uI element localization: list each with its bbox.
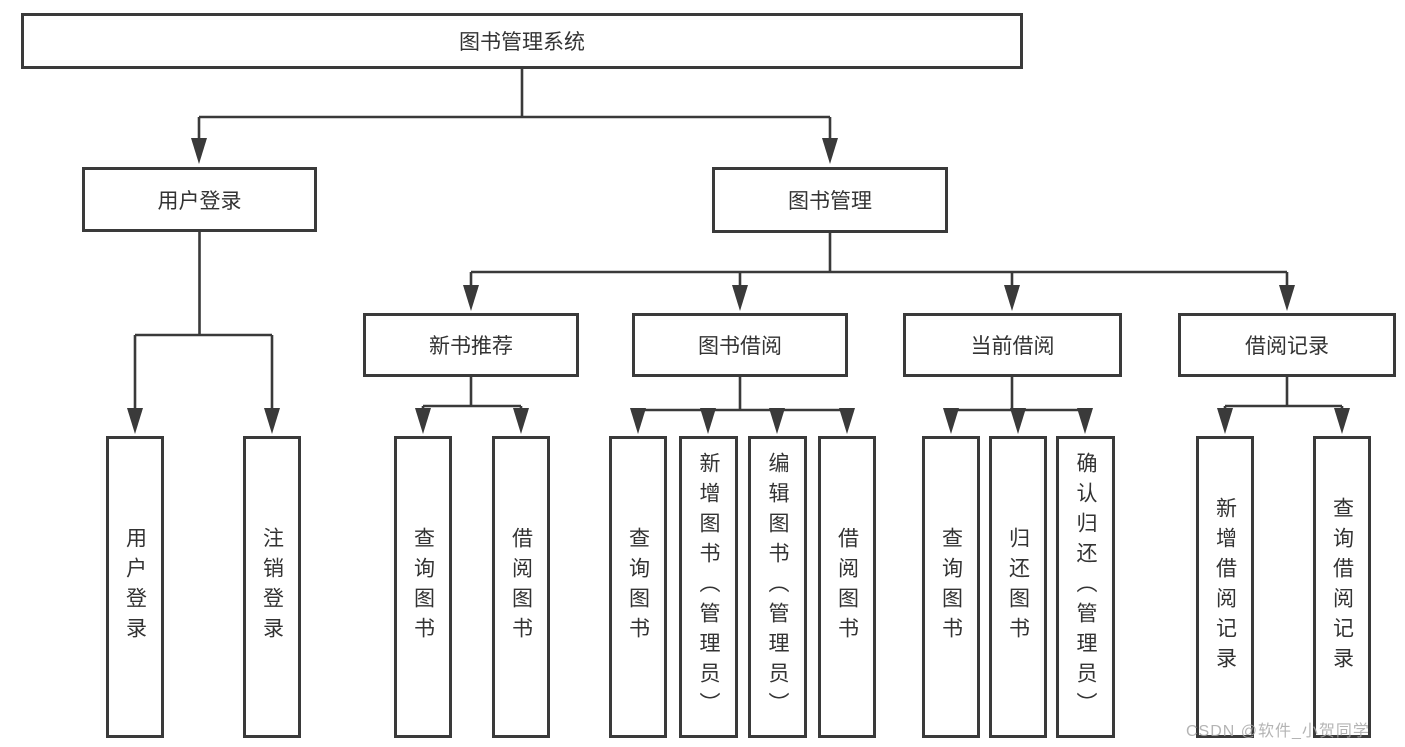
leaf-add-borrow-record: 新增借阅记录 bbox=[1196, 436, 1254, 738]
node-label: 当前借阅 bbox=[970, 335, 1055, 358]
node-label: 图书管理 bbox=[788, 190, 872, 213]
arrow-down-icon bbox=[264, 408, 280, 434]
node-borrow-records: 借阅记录 bbox=[1178, 313, 1396, 377]
arrow-down-icon bbox=[1010, 408, 1026, 434]
connector-paths bbox=[133, 69, 1344, 412]
node-book-management-branch: 图书管理 bbox=[712, 167, 948, 233]
leaf-borrow-books-2: 借阅图书 bbox=[818, 436, 876, 738]
arrow-down-icon bbox=[191, 138, 207, 164]
node-root-library-system: 图书管理系统 bbox=[21, 13, 1023, 69]
arrow-down-icon bbox=[822, 138, 838, 164]
arrow-down-icon bbox=[839, 408, 855, 434]
leaf-query-books-1: 查询图书 bbox=[394, 436, 452, 738]
node-label: 借阅图书 bbox=[835, 527, 859, 647]
arrow-down-icon bbox=[1279, 285, 1295, 311]
leaf-edit-books-admin: 编辑图书（管理员） bbox=[748, 436, 807, 738]
node-label: 新增图书（管理员） bbox=[697, 452, 720, 722]
node-label: 编辑图书（管理员） bbox=[766, 452, 789, 722]
arrow-down-icon bbox=[769, 408, 785, 434]
node-label: 新书推荐 bbox=[429, 335, 513, 358]
leaf-logout: 注销登录 bbox=[243, 436, 301, 738]
leaf-borrow-books-1: 借阅图书 bbox=[492, 436, 550, 738]
arrow-down-icon bbox=[513, 408, 529, 434]
node-label: 借阅图书 bbox=[509, 527, 533, 647]
leaf-query-books-2: 查询图书 bbox=[609, 436, 667, 738]
arrow-down-icon bbox=[630, 408, 646, 434]
node-label: 借阅记录 bbox=[1245, 335, 1329, 358]
node-label: 用户登录 bbox=[123, 527, 147, 647]
leaf-add-books-admin: 新增图书（管理员） bbox=[679, 436, 738, 738]
node-label: 用户登录 bbox=[157, 189, 242, 213]
arrow-down-icon bbox=[1334, 408, 1350, 434]
arrow-down-icon bbox=[415, 408, 431, 434]
arrow-down-icons bbox=[127, 138, 1350, 434]
node-new-book-recommend: 新书推荐 bbox=[363, 313, 579, 377]
node-label: 图书管理系统 bbox=[459, 31, 585, 54]
node-label: 确认归还（管理员） bbox=[1074, 452, 1097, 722]
node-label: 查询图书 bbox=[411, 527, 435, 647]
csdn-watermark: CSDN @软件_小贺同学 bbox=[1186, 723, 1370, 740]
leaf-query-borrow-record: 查询借阅记录 bbox=[1313, 436, 1371, 738]
node-label: 归还图书 bbox=[1006, 527, 1030, 647]
arrow-down-icon bbox=[1217, 408, 1233, 434]
node-label: 图书借阅 bbox=[698, 335, 782, 358]
arrow-down-icon bbox=[732, 285, 748, 311]
node-label: 查询借阅记录 bbox=[1330, 497, 1354, 677]
arrow-down-icon bbox=[700, 408, 716, 434]
node-label: 查询图书 bbox=[626, 527, 650, 647]
node-label: 查询图书 bbox=[939, 527, 963, 647]
node-book-borrowing: 图书借阅 bbox=[632, 313, 848, 377]
leaf-query-books-3: 查询图书 bbox=[922, 436, 980, 738]
arrow-down-icon bbox=[463, 285, 479, 311]
arrow-down-icon bbox=[1077, 408, 1093, 434]
arrow-down-icon bbox=[943, 408, 959, 434]
arrow-down-icon bbox=[1004, 285, 1020, 311]
node-current-borrowing: 当前借阅 bbox=[903, 313, 1122, 377]
arrow-down-icon bbox=[127, 408, 143, 434]
leaf-return-books: 归还图书 bbox=[989, 436, 1047, 738]
node-label: 注销登录 bbox=[260, 527, 284, 647]
leaf-user-login: 用户登录 bbox=[106, 436, 164, 738]
leaf-confirm-return-admin: 确认归还（管理员） bbox=[1056, 436, 1115, 738]
node-label: 新增借阅记录 bbox=[1213, 497, 1237, 677]
node-user-login-branch: 用户登录 bbox=[82, 167, 317, 232]
